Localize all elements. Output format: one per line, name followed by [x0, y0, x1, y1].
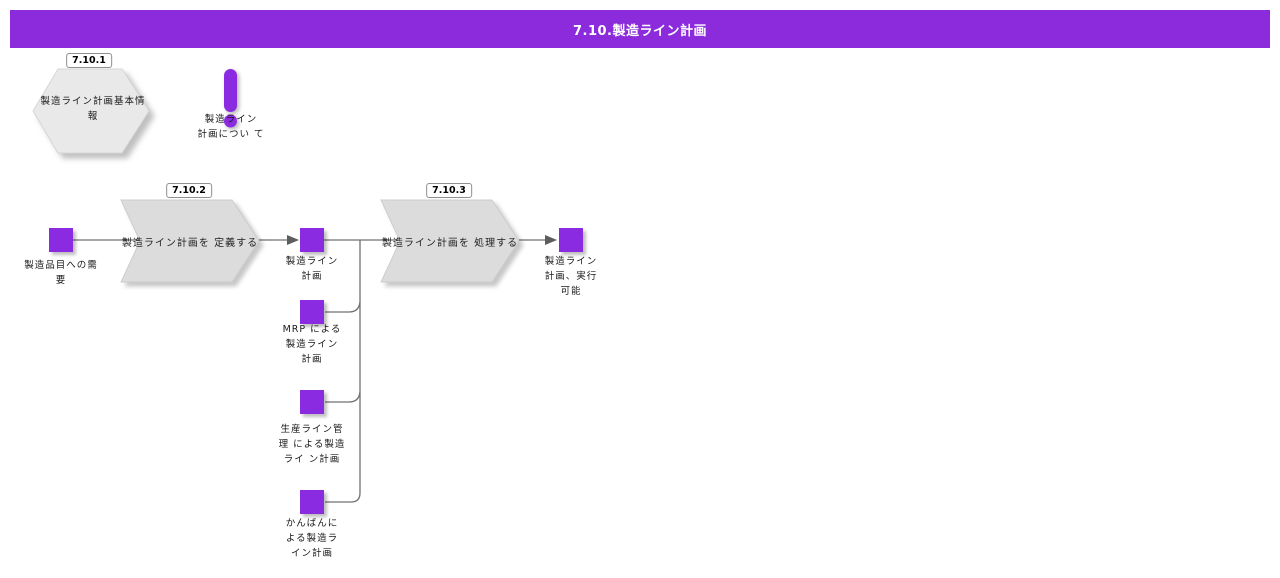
- chevron-shape: [380, 199, 520, 283]
- wire-linemgmt-branch: [325, 391, 361, 403]
- title-bar: 7.10.製造ライン計画: [10, 10, 1270, 48]
- hexagon-id-label: 7.10.1: [66, 53, 112, 68]
- hexagon-label: 製造ライン計画基本情 報: [40, 96, 146, 122]
- chevron-shape: [120, 199, 260, 283]
- process-define-chevron[interactable]: 製造ライン計画を 定義する: [120, 199, 265, 289]
- process-define-label: 製造ライン計画を 定義する: [121, 237, 259, 249]
- event-mrp-square[interactable]: [300, 300, 324, 324]
- event-demand-label: 製造品目への需 要: [24, 260, 98, 286]
- hexagon-node-basic-data[interactable]: 製造ライン計画基本情 報: [32, 68, 154, 154]
- process-handle-chevron[interactable]: 製造ライン計画を 処理する: [380, 199, 525, 289]
- event-lineplan-square[interactable]: [300, 228, 324, 252]
- wire-junction-vertical: [325, 240, 361, 503]
- info-note-label: 製造ライン 計画につい て: [197, 114, 265, 140]
- event-mrp-label: MRP による 製造ライン 計画: [282, 324, 342, 365]
- arrowhead-lineplan: [287, 235, 299, 245]
- event-demand-square[interactable]: [49, 228, 73, 252]
- process-handle-id-label: 7.10.3: [426, 183, 472, 198]
- wire-mrp-branch: [325, 301, 361, 313]
- page-title: 7.10.製造ライン計画: [572, 23, 707, 39]
- event-kanban-square[interactable]: [300, 490, 324, 514]
- process-handle-label: 製造ライン計画を 処理する: [381, 237, 519, 249]
- event-linemgmt-square[interactable]: [300, 390, 324, 414]
- event-linemgmt-label: 生産ライン管 理 による製造 ライ ン計画: [278, 424, 346, 465]
- hexagon-shape: [32, 68, 150, 154]
- arrowhead-executable: [545, 235, 557, 245]
- event-executable-square[interactable]: [559, 228, 583, 252]
- event-executable-label: 製造ライン 計画、実行 可能: [544, 256, 598, 297]
- exclamation-icon[interactable]: [216, 66, 246, 130]
- event-lineplan-label: 製造ライン 計画: [285, 256, 339, 282]
- process-define-id-label: 7.10.2: [166, 183, 212, 198]
- event-kanban-label: かんばんに よる製造ラ イン計画: [285, 518, 339, 559]
